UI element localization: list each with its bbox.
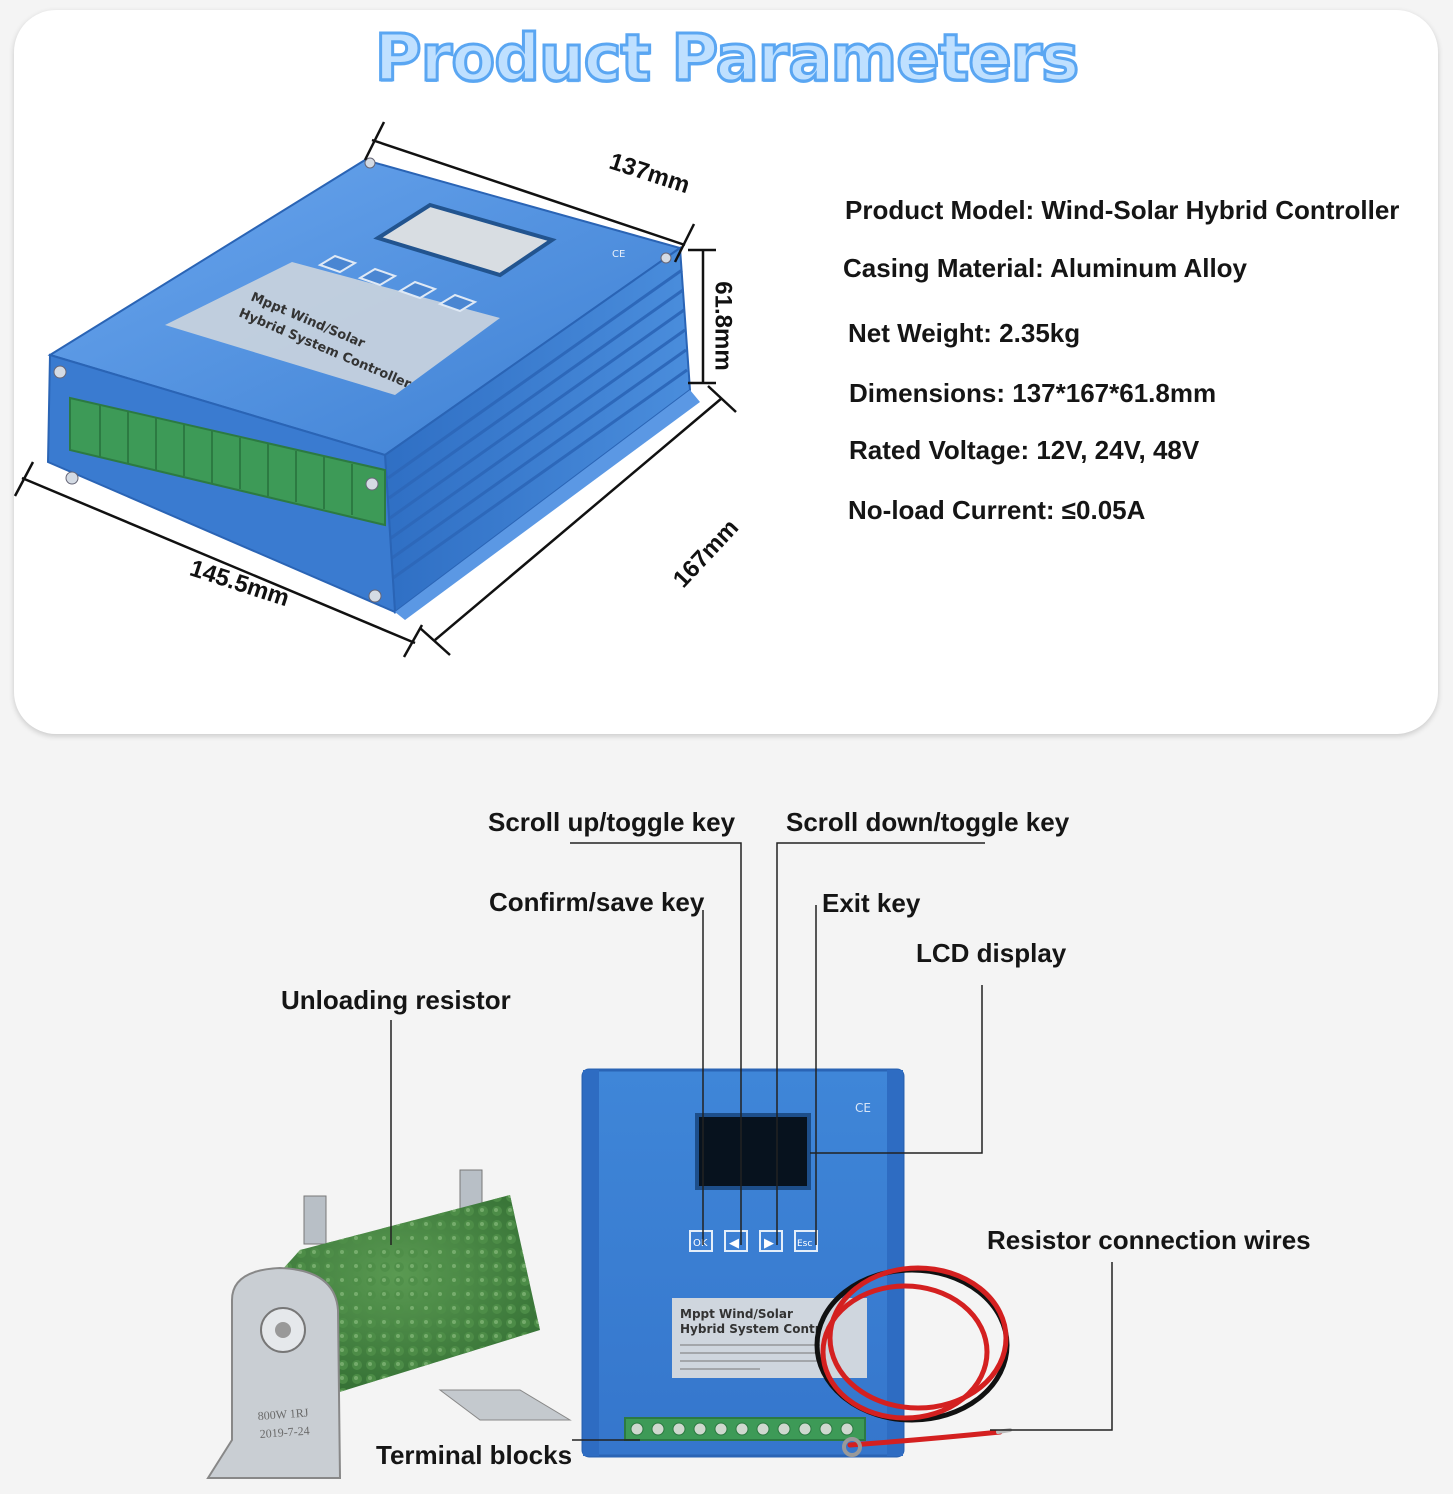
lcd-display: [695, 1113, 811, 1190]
ok-key: [689, 1230, 713, 1252]
top-ce-mark: CE: [612, 249, 625, 260]
top-left-key: [357, 267, 398, 287]
ce-mark: CE: [855, 1101, 871, 1115]
esc-key: [794, 1230, 818, 1252]
callout-exit-key: Exit key: [822, 888, 921, 918]
spec-no-load-current: No-load Current: ≤0.05A: [848, 495, 1146, 525]
spec-casing-material: Casing Material: Aluminum Alloy: [843, 253, 1248, 283]
spec-net-weight: Net Weight: 2.35kg: [848, 318, 1081, 348]
front-label-line2: Hybrid System Contr: [680, 1322, 821, 1336]
esc-key-label: Esc: [797, 1239, 812, 1249]
unloading-resistor: 800W 1RJ 2019-7-24: [206, 1169, 572, 1479]
top-product-illustration: Mppt Wind/Solar Hybrid System Controller…: [13, 121, 737, 658]
resistor-connection-wires: [814, 1265, 1012, 1457]
front-label-line1: Mppt Wind/Solar: [680, 1307, 793, 1321]
top-right-key: [397, 280, 438, 300]
ok-key-label: OK: [693, 1238, 708, 1249]
top-terminal-strip: [69, 396, 386, 527]
controller-top-face: Mppt Wind/Solar Hybrid System Controller…: [46, 157, 700, 620]
callout-confirm-save-key: Confirm/save key: [489, 887, 705, 917]
callout-terminal-blocks: Terminal blocks: [376, 1440, 573, 1470]
spec-dimensions: Dimensions: 137*167*61.8mm: [849, 378, 1217, 408]
controller-label-panel: [165, 262, 500, 395]
spec-product-model: Product Model: Wind-Solar Hybrid Control…: [845, 195, 1400, 225]
callout-leader-lines: [390, 842, 1113, 1441]
callout-lcd-display: LCD display: [916, 938, 1067, 968]
resistor-label-line1: 800W 1RJ: [257, 1405, 309, 1423]
spec-rated-voltage: Rated Voltage: 12V, 24V, 48V: [849, 435, 1200, 465]
top-lcd-display: [373, 202, 557, 278]
page-title: Product Parameters: [373, 21, 1081, 98]
callout-resistor-connection-wires: Resistor connection wires: [987, 1225, 1311, 1255]
callout-unloading-resistor: Unloading resistor: [281, 985, 511, 1015]
callout-scroll-up-key: Scroll up/toggle key: [488, 807, 736, 837]
resistor-label-line2: 2019-7-24: [259, 1424, 310, 1441]
controller-front: CE OK ◀ ▶ Esc Mppt Wind/Solar Hybrid Sys…: [581, 1068, 905, 1458]
dimension-lines: [13, 121, 737, 658]
scroll-up-key-glyph: ◀: [729, 1236, 739, 1251]
top-esc-key: [437, 293, 478, 313]
top-ok-key: [317, 254, 358, 274]
callout-scroll-down-key: Scroll down/toggle key: [786, 807, 1070, 837]
scroll-down-key-glyph: ▶: [764, 1236, 774, 1251]
